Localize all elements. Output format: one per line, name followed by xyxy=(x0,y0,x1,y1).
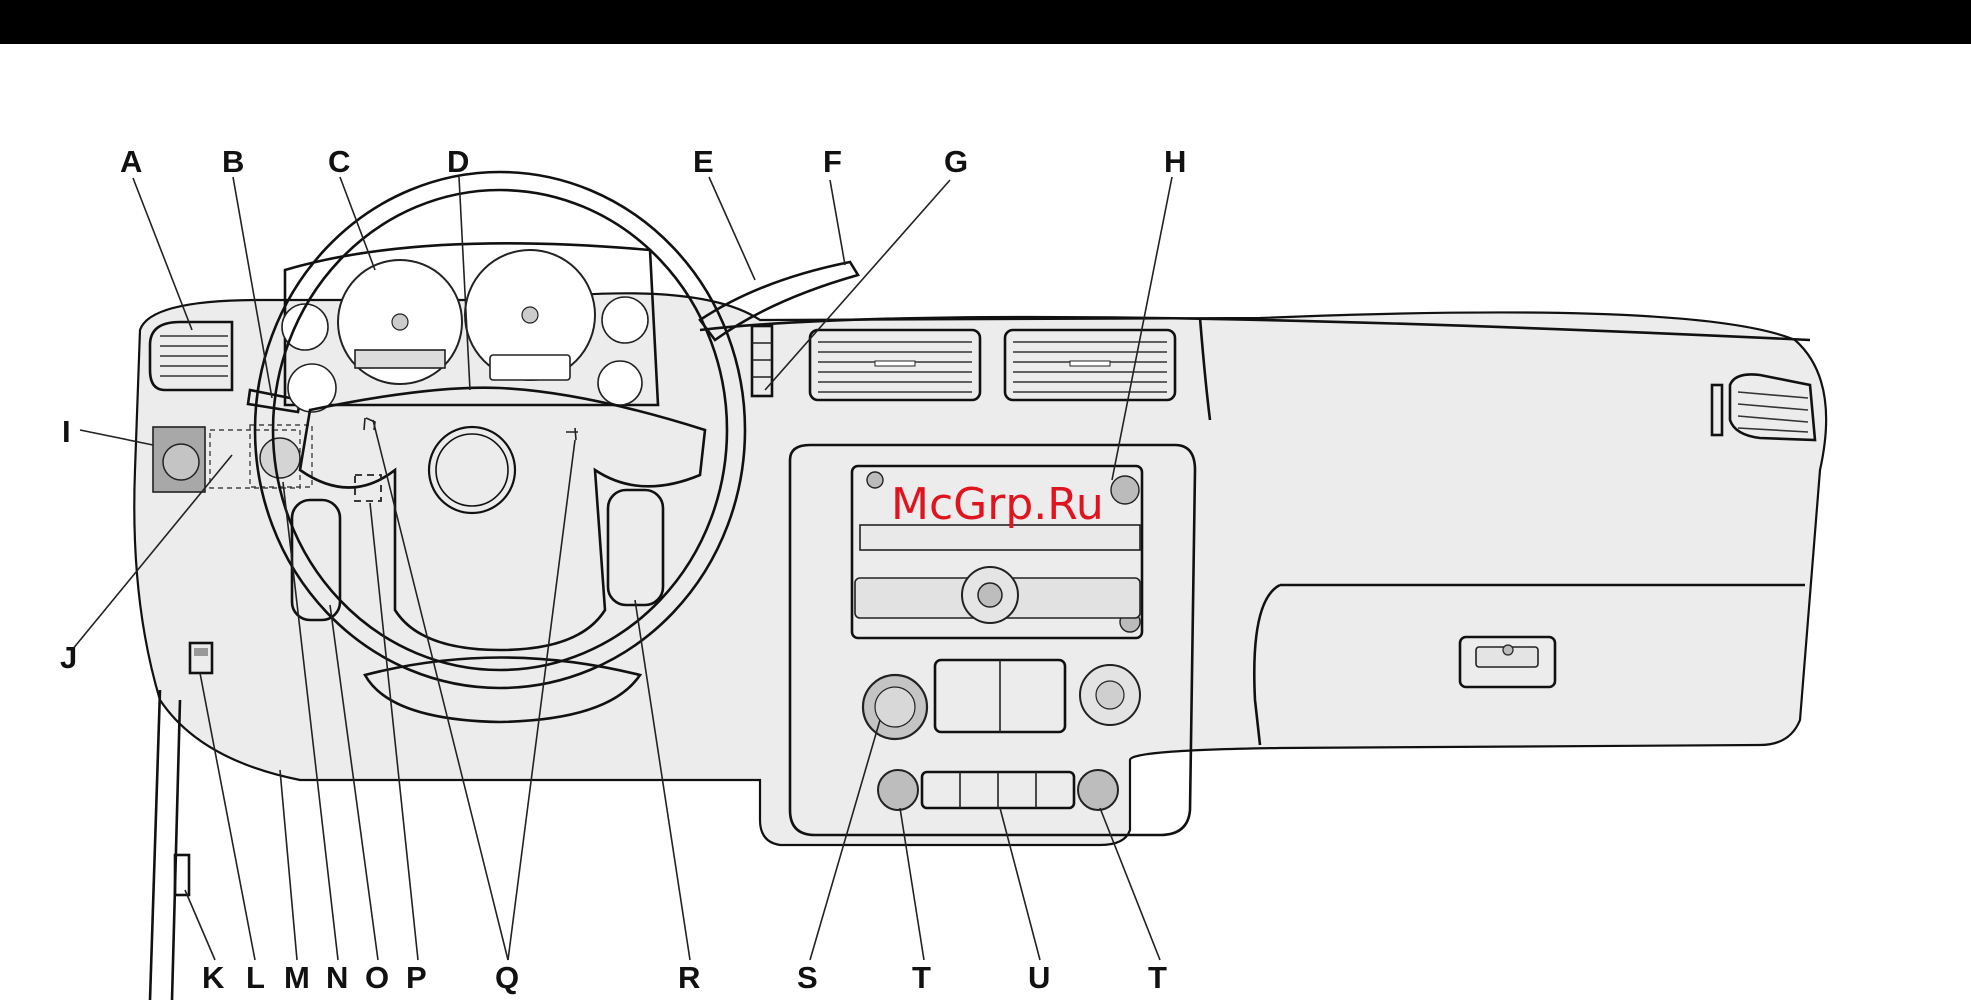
hood-release-handle xyxy=(175,855,189,895)
callout-f: F xyxy=(823,144,842,179)
callout-q: Q xyxy=(495,960,519,995)
callout-g: G xyxy=(944,144,968,179)
callout-n: N xyxy=(326,960,348,995)
callout-t-right: T xyxy=(1148,960,1167,995)
callout-c: C xyxy=(328,144,350,179)
callout-a: A xyxy=(120,144,142,179)
callout-d: D xyxy=(447,144,469,179)
callout-k: K xyxy=(202,960,225,995)
door-edge xyxy=(150,690,180,1000)
callout-r: R xyxy=(678,960,700,995)
callout-s: S xyxy=(797,960,818,995)
callout-b: B xyxy=(222,144,244,179)
callout-h: H xyxy=(1164,144,1186,179)
callout-l: L xyxy=(246,960,265,995)
callout-j: J xyxy=(60,640,77,675)
exterior-lamp-control xyxy=(153,427,205,492)
callout-u: U xyxy=(1028,960,1050,995)
watermark-text: McGrp.Ru xyxy=(891,479,1104,530)
callout-p: P xyxy=(406,960,427,995)
callout-i: I xyxy=(62,414,71,449)
callout-m: M xyxy=(284,960,310,995)
callout-t-left: T xyxy=(912,960,931,995)
callout-e: E xyxy=(693,144,714,179)
callout-o: O xyxy=(365,960,389,995)
